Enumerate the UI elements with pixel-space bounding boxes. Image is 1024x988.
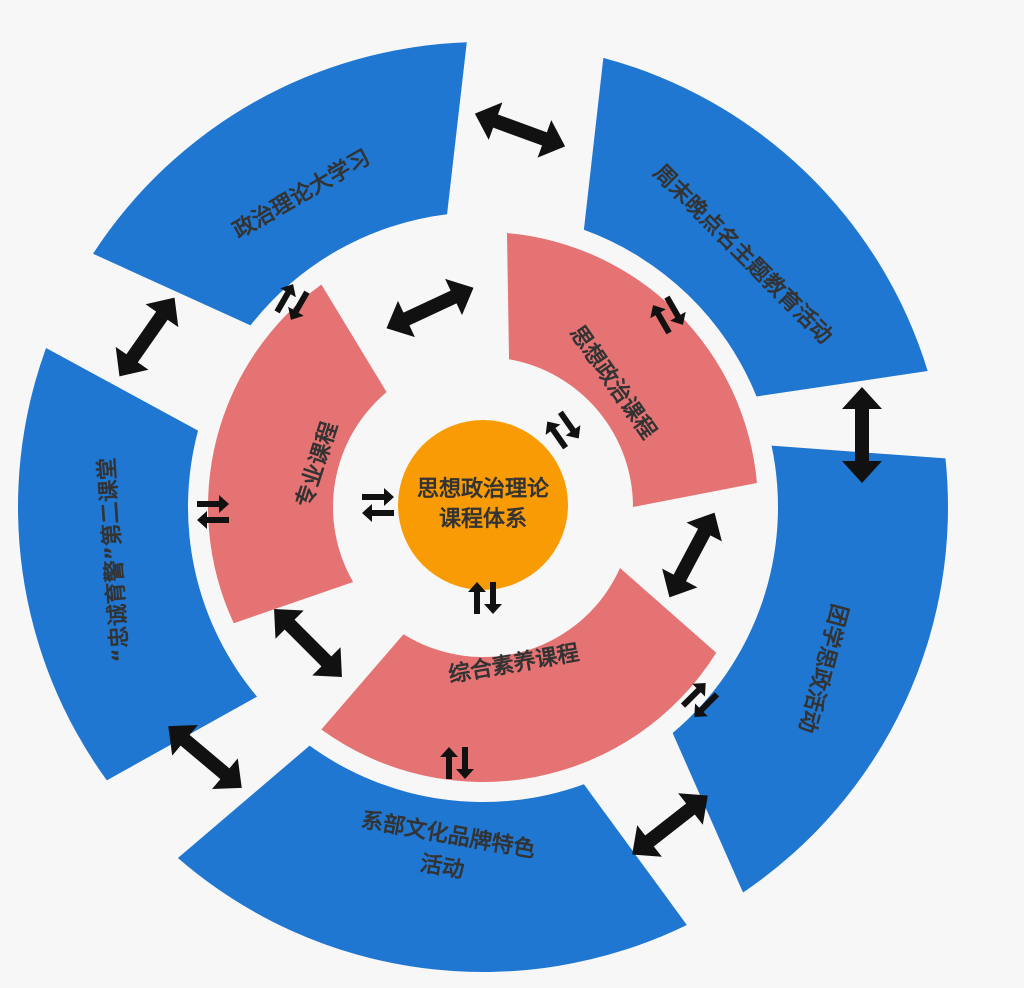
outer-segment-league-activities <box>672 445 949 893</box>
double-arrow-icon <box>115 297 179 377</box>
exchange-arrows-icon <box>440 747 474 779</box>
arrow-left-icon <box>197 511 229 529</box>
exchange-arrows-icon <box>362 488 394 522</box>
outer-segment-weekend-rollcall <box>583 57 928 397</box>
outer-segment-political-theory <box>93 42 467 326</box>
exchange-arrows-icon <box>274 284 310 320</box>
arrow-right-icon <box>557 410 581 439</box>
outer-segment-department-culture <box>177 745 687 972</box>
arrow-right-icon <box>362 488 394 506</box>
double-arrow-icon <box>386 278 474 338</box>
inner-segment-professional-course <box>207 284 387 624</box>
double-arrow-icon <box>274 609 342 677</box>
center-label-line2: 课程体系 <box>439 507 527 532</box>
center-label-line1: 思想政治理论 <box>417 476 550 502</box>
arrow-left-icon <box>545 421 569 450</box>
double-arrow-icon <box>632 793 708 857</box>
exchange-arrows-icon <box>545 410 581 450</box>
double-arrow-icon <box>662 512 722 598</box>
arrow-right-icon <box>694 692 720 717</box>
exchange-arrows-icon <box>650 295 686 335</box>
arrow-right-icon <box>197 495 229 513</box>
arrow-left-icon <box>288 290 310 320</box>
arrow-right-icon <box>664 295 686 325</box>
double-arrow-icon <box>474 102 566 158</box>
arrow-right-icon <box>274 284 296 314</box>
arrow-right-icon <box>484 582 502 614</box>
outer-segment-second-classroom <box>17 347 258 781</box>
center-circle <box>398 420 568 590</box>
exchange-arrows-icon <box>468 582 502 614</box>
arrow-left-icon <box>680 683 706 708</box>
arrow-left-icon <box>362 504 394 522</box>
inner-segment-comprehensive-course <box>321 568 717 782</box>
double-arrow-icon <box>842 387 882 483</box>
arrow-left-icon <box>650 305 672 335</box>
arrow-right-icon <box>456 747 474 779</box>
arrow-left-icon <box>468 582 486 614</box>
exchange-arrows-icon <box>680 683 720 717</box>
exchange-arrows-icon <box>197 495 229 529</box>
double-arrow-icon <box>168 724 242 790</box>
arrow-left-icon <box>440 747 458 779</box>
inner-segment-ideological-course <box>506 233 757 508</box>
